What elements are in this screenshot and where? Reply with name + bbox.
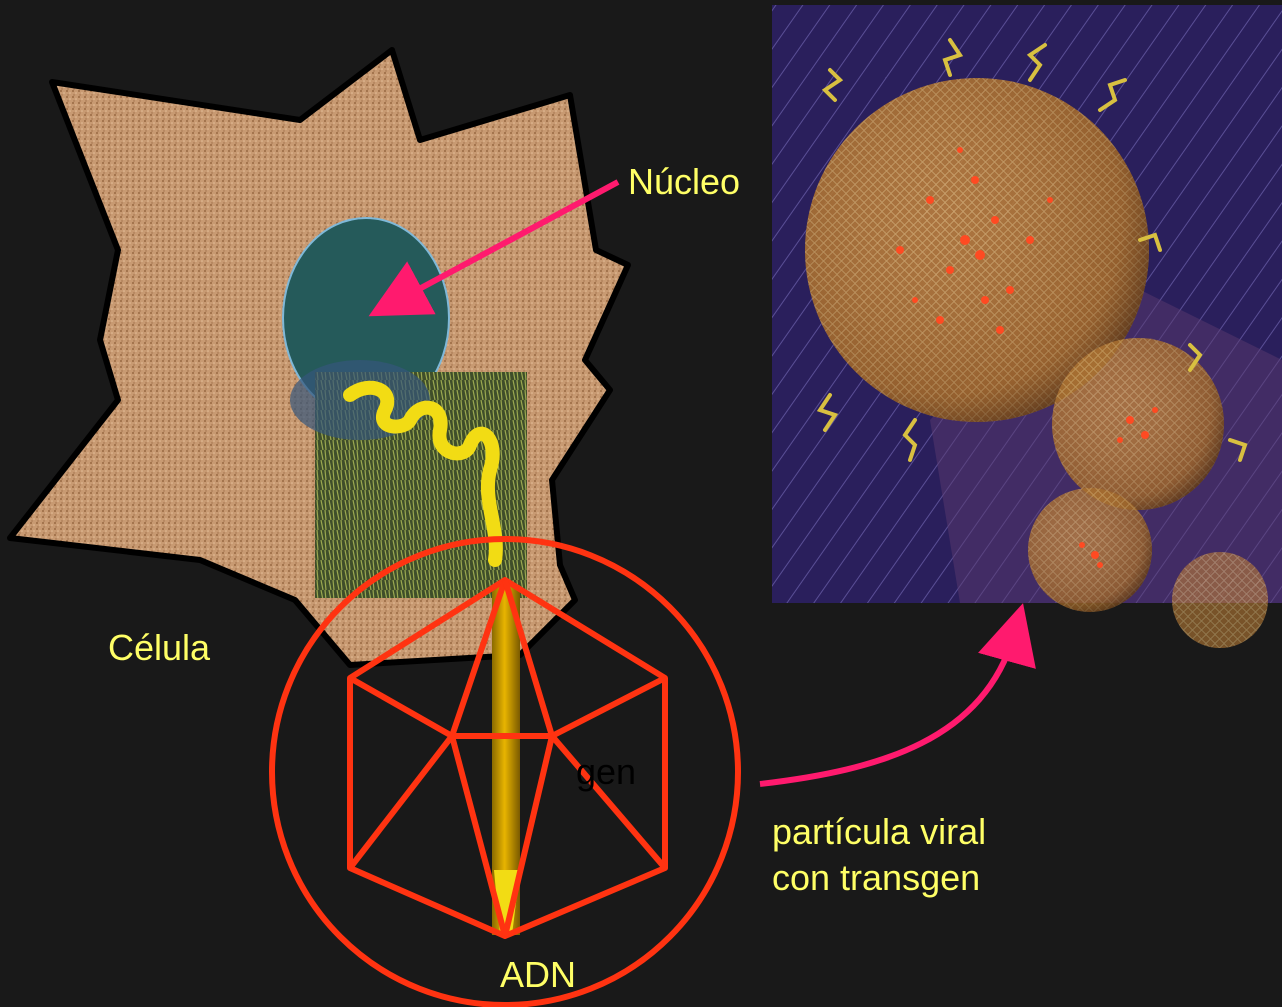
- virus-sphere-medium: [1052, 338, 1224, 510]
- label-gene: gen: [576, 752, 636, 792]
- viral-particle-arrow: [760, 632, 1015, 784]
- virus-sphere-small: [1028, 488, 1152, 612]
- virus-sphere-tiny: [1172, 552, 1268, 648]
- label-dna: ADN: [500, 955, 576, 995]
- viral-particles-panel: [772, 5, 1282, 648]
- label-cell: Célula: [108, 628, 210, 668]
- label-viral-particle-line1: partícula viral: [772, 812, 986, 852]
- label-nucleus: Núcleo: [628, 162, 740, 202]
- label-viral-particle-line2: con transgen: [772, 858, 980, 898]
